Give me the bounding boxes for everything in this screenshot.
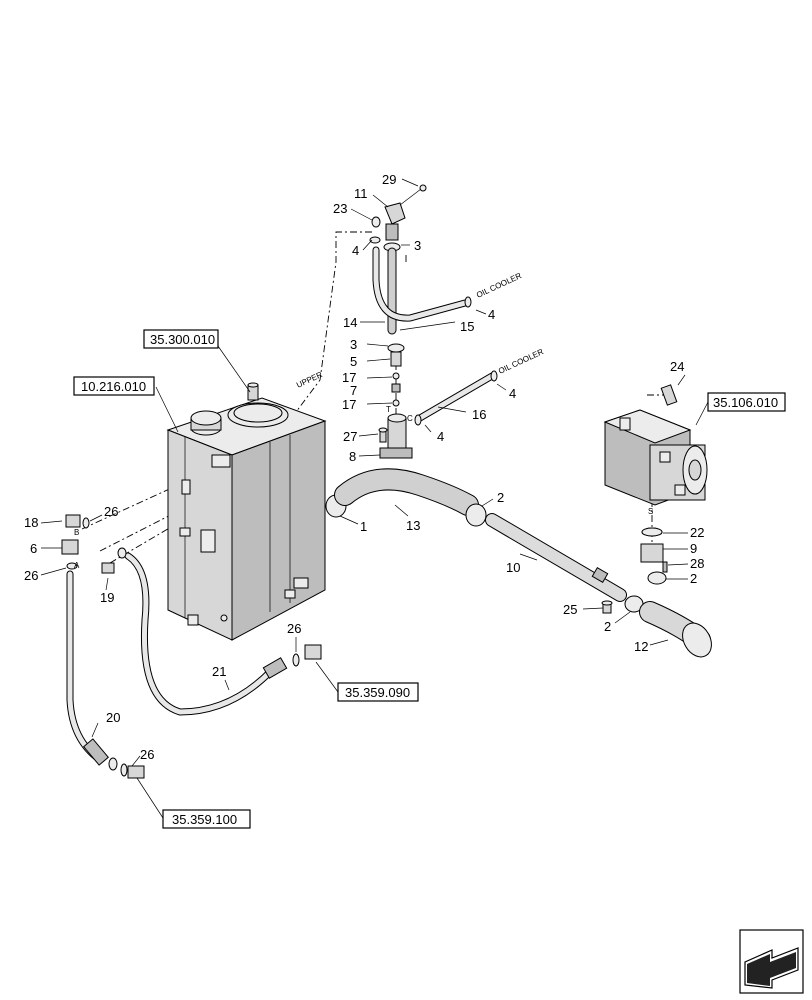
suction-hoses (325, 468, 712, 658)
callout-25: 25 (563, 602, 577, 617)
callout-4: 4 (352, 243, 359, 258)
reference-label[interactable]: 35.106.010 (713, 395, 778, 410)
reference-box-10-216-010[interactable]: 10.216.010 (73, 376, 155, 396)
callout-18: 18 (24, 515, 38, 530)
oil-cooler-label-lower: OIL COOLER (497, 347, 545, 376)
leader-lines (40, 178, 709, 819)
reference-label[interactable]: 35.359.100 (172, 812, 237, 827)
reference-box-35-359-100[interactable]: 35.359.100 (162, 809, 251, 829)
tank-drain-hoses (61, 514, 322, 779)
callout-11: 11 (354, 186, 368, 201)
port-c-label: C (407, 414, 413, 423)
callout-2: 2 (604, 619, 611, 634)
hydraulic-pump (603, 409, 708, 506)
port-s-label: S (648, 507, 653, 516)
callout-20: 20 (106, 710, 120, 725)
callout-19: 19 (100, 590, 114, 605)
reference-label[interactable]: 35.300.010 (150, 332, 215, 347)
pump-fittings (641, 384, 678, 537)
callout-26: 26 (287, 621, 301, 636)
oil-cooler-label-upper: OIL COOLER (475, 271, 523, 300)
reference-box-35-359-090[interactable]: 35.359.090 (337, 682, 419, 702)
callout-16: 16 (472, 407, 486, 422)
callout-2: 2 (497, 490, 504, 505)
callout-15: 15 (460, 319, 474, 334)
callout-26: 26 (24, 568, 38, 583)
callout-4: 4 (488, 307, 495, 322)
callout-17: 17 (342, 370, 356, 385)
reference-box-35-106-010[interactable]: 35.106.010 (707, 392, 786, 412)
callout-6: 6 (30, 541, 37, 556)
reference-box-35-300-010[interactable]: 35.300.010 (143, 329, 219, 349)
callout-1: 1 (360, 519, 367, 534)
callout-3: 3 (414, 238, 421, 253)
reference-label[interactable]: 35.359.090 (345, 685, 410, 700)
reference-label[interactable]: 10.216.010 (81, 379, 146, 394)
callout-8: 8 (349, 449, 356, 464)
callout-4: 4 (437, 429, 444, 444)
callout-27: 27 (343, 429, 357, 444)
callout-21: 21 (212, 664, 226, 679)
callout-9: 9 (690, 541, 697, 556)
next-page-arrow-icon[interactable] (739, 929, 804, 994)
port-a-label: A (74, 561, 80, 570)
callout-14: 14 (343, 315, 357, 330)
callout-29: 29 (382, 172, 396, 187)
callout-22: 22 (690, 525, 704, 540)
callout-5: 5 (350, 354, 357, 369)
callout-23: 23 (333, 201, 347, 216)
callout-2: 2 (690, 571, 697, 586)
callout-3: 3 (350, 337, 357, 352)
hydraulic-tank (166, 382, 327, 641)
callout-26: 26 (104, 504, 118, 519)
callout-26: 26 (140, 747, 154, 762)
port-b-label: B (74, 528, 79, 537)
upper-direction-label: UPPER (295, 370, 324, 390)
callout-4: 4 (509, 386, 516, 401)
callout-10: 10 (506, 560, 520, 575)
callout-24: 24 (670, 359, 684, 374)
callout-17: 17 (342, 397, 356, 412)
callout-12: 12 (634, 639, 648, 654)
upper-return-hoses (369, 184, 498, 459)
callout-28: 28 (690, 556, 704, 571)
callout-7: 7 (350, 383, 357, 398)
callout-numbers: 29 11 23 4 3 14 4 15 3 5 17 7 17 4 16 27… (24, 172, 704, 762)
callout-13: 13 (406, 518, 420, 533)
port-t-label: T (386, 405, 391, 414)
